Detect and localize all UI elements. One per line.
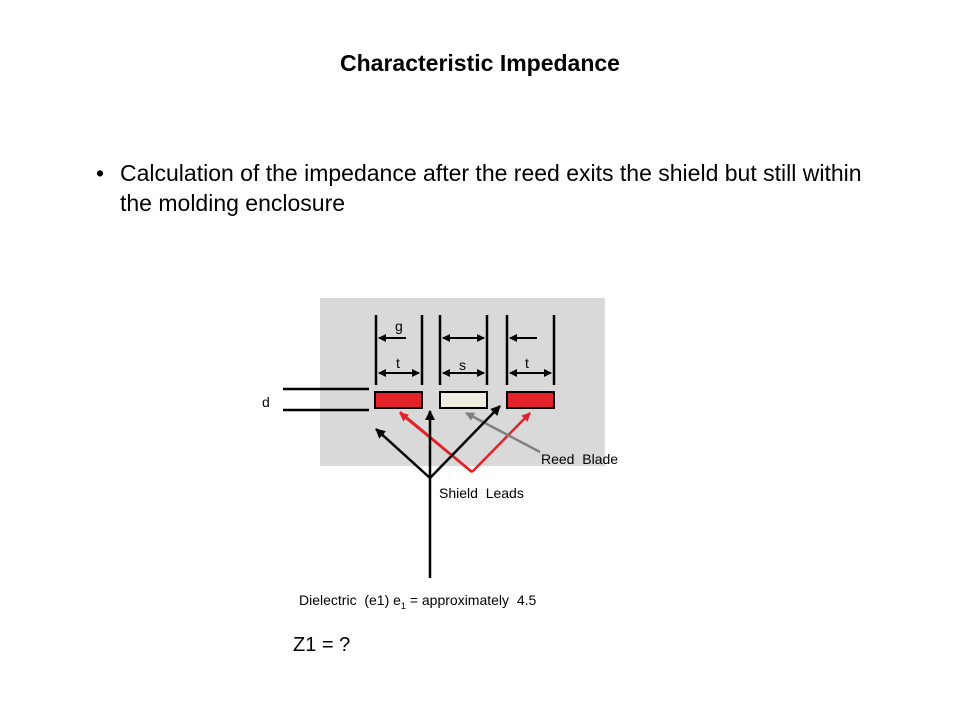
molding-enclosure xyxy=(320,298,605,466)
label-s: s xyxy=(459,357,466,373)
label-d: d xyxy=(262,394,270,410)
reed-blade-pointer xyxy=(465,411,541,454)
red-pointer-arrows xyxy=(399,411,531,473)
d-lines xyxy=(283,387,369,412)
shield-lead-left xyxy=(374,391,423,409)
label-t-left: t xyxy=(396,355,400,371)
bullet-text: Calculation of the impedance after the r… xyxy=(120,160,862,216)
label-shield-leads: Shield Leads xyxy=(439,485,524,501)
dielectric-sub: 1 xyxy=(400,600,406,611)
label-g: g xyxy=(395,318,403,334)
dimension-lines xyxy=(374,315,556,385)
dimension-arrows xyxy=(378,334,552,377)
shield-lead-right xyxy=(506,391,555,409)
impedance-question: Z1 = ? xyxy=(293,634,351,656)
slide-title: Characteristic Impedance xyxy=(340,50,620,76)
shield-lead-arrows xyxy=(375,405,501,578)
reed-blade-rect xyxy=(439,391,488,409)
label-reed-blade: Reed Blade xyxy=(541,451,618,467)
label-t-right: t xyxy=(525,355,529,371)
dielectric-prefix: Dielectric (e1) e xyxy=(299,592,401,608)
bullet-marker: • xyxy=(96,160,105,186)
dielectric-note: Dielectric (e1) e1 = approximately 4.5 xyxy=(299,592,536,611)
dielectric-suffix: = approximately 4.5 xyxy=(405,592,537,608)
